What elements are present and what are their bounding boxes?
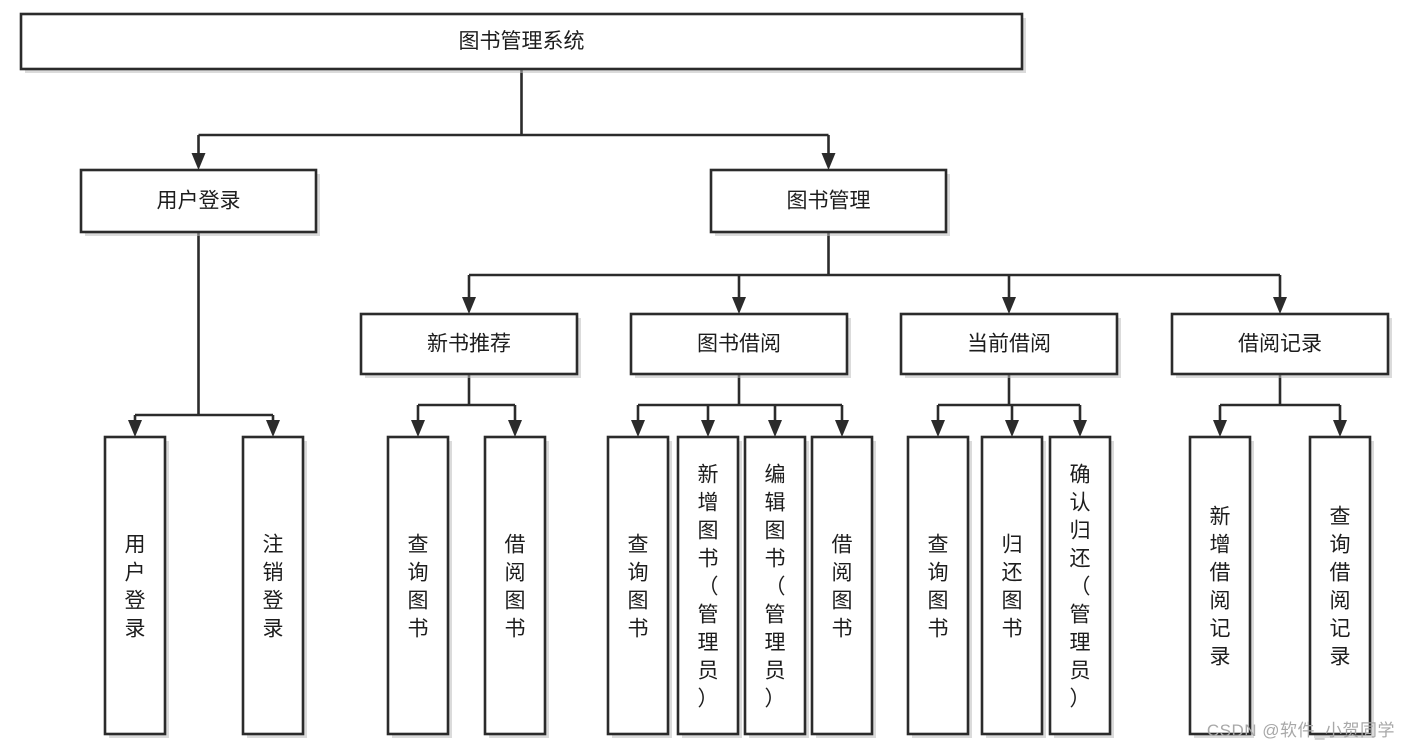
node-label: 用户登录 <box>125 533 146 640</box>
arrow-head-icon <box>411 420 425 437</box>
node-label: 当前借阅 <box>967 333 1051 356</box>
node-l3-图书借阅[interactable]: 图书借阅 <box>629 312 851 378</box>
node-rect[interactable] <box>906 435 970 736</box>
node-label: 用户登录 <box>157 190 241 213</box>
node-rect[interactable] <box>1048 435 1112 736</box>
arrow-head-icon <box>191 153 206 170</box>
arrow-head-icon <box>821 153 836 170</box>
nodes-layer: 图书管理系统用户登录图书管理新书推荐图书借阅当前借阅借阅记录用户登录注销登录查询… <box>19 12 1392 738</box>
node-leaf-新增图书管理员[interactable]: 新增图书（管理员） <box>676 435 742 738</box>
node-label: 图书借阅 <box>697 333 781 356</box>
node-rect[interactable] <box>359 312 579 376</box>
node-label: 编辑图书（管理员） <box>765 463 786 710</box>
node-leaf-新增借阅记录[interactable]: 新增借阅记录 <box>1188 435 1254 738</box>
node-rect[interactable] <box>1170 312 1390 376</box>
node-leaf-确认归还管理员[interactable]: 确认归还（管理员） <box>1048 435 1114 738</box>
node-rect[interactable] <box>79 168 318 234</box>
node-leaf-借阅图书[interactable]: 借阅图书 <box>483 435 549 738</box>
arrow-head-icon <box>1002 297 1016 314</box>
node-label: 注销登录 <box>263 533 284 640</box>
node-label: 新增借阅记录 <box>1210 505 1231 668</box>
arrow-head-icon <box>1213 420 1227 437</box>
node-l2-用户登录[interactable]: 用户登录 <box>79 168 320 236</box>
watermark-text: CSDN @软件_小贺同学 <box>1206 721 1395 740</box>
node-rect[interactable] <box>1188 435 1252 736</box>
node-label: 新书推荐 <box>427 333 511 356</box>
arrow-head-icon <box>701 420 715 437</box>
node-label: 借阅图书 <box>505 533 526 640</box>
arrow-head-icon <box>508 420 522 437</box>
node-leaf-编辑图书管理员[interactable]: 编辑图书（管理员） <box>743 435 809 738</box>
node-leaf-用户登录[interactable]: 用户登录 <box>103 435 169 738</box>
node-rect[interactable] <box>810 435 874 736</box>
node-rect[interactable] <box>606 435 670 736</box>
connectors-layer <box>128 69 1347 437</box>
arrow-head-icon <box>931 420 945 437</box>
node-rect[interactable] <box>743 435 807 736</box>
arrow-head-icon <box>462 297 476 314</box>
node-l3-新书推荐[interactable]: 新书推荐 <box>359 312 581 378</box>
arrow-head-icon <box>768 420 782 437</box>
arrow-head-icon <box>835 420 849 437</box>
node-l2-图书管理[interactable]: 图书管理 <box>709 168 950 236</box>
node-rect[interactable] <box>980 435 1044 736</box>
node-rect[interactable] <box>241 435 305 736</box>
node-label: 图书管理系统 <box>459 30 585 53</box>
arrow-head-icon <box>732 297 746 314</box>
arrow-head-icon <box>266 420 280 437</box>
node-rect[interactable] <box>709 168 948 234</box>
node-label: 新增图书（管理员） <box>698 463 719 710</box>
arrow-head-icon <box>128 420 142 437</box>
node-l3-借阅记录[interactable]: 借阅记录 <box>1170 312 1392 378</box>
node-leaf-查询图书[interactable]: 查询图书 <box>606 435 672 738</box>
node-rect[interactable] <box>483 435 547 736</box>
node-label: 查询图书 <box>408 533 429 640</box>
arrow-head-icon <box>1273 297 1287 314</box>
arrow-head-icon <box>1333 420 1347 437</box>
node-leaf-归还图书[interactable]: 归还图书 <box>980 435 1046 738</box>
arrow-head-icon <box>1073 420 1087 437</box>
arrow-head-icon <box>631 420 645 437</box>
node-label: 查询图书 <box>628 533 649 640</box>
node-label: 归还图书 <box>1002 533 1023 640</box>
node-rect[interactable] <box>103 435 167 736</box>
node-rect[interactable] <box>676 435 740 736</box>
node-leaf-查询图书[interactable]: 查询图书 <box>386 435 452 738</box>
node-rect[interactable] <box>1308 435 1372 736</box>
node-label: 查询借阅记录 <box>1330 505 1351 668</box>
node-leaf-查询借阅记录[interactable]: 查询借阅记录 <box>1308 435 1374 738</box>
node-leaf-注销登录[interactable]: 注销登录 <box>241 435 307 738</box>
node-rect[interactable] <box>629 312 849 376</box>
node-l3-当前借阅[interactable]: 当前借阅 <box>899 312 1121 378</box>
arrow-head-icon <box>1005 420 1019 437</box>
node-label: 查询图书 <box>928 533 949 640</box>
node-label: 借阅记录 <box>1238 333 1322 356</box>
node-leaf-查询图书[interactable]: 查询图书 <box>906 435 972 738</box>
node-rect[interactable] <box>899 312 1119 376</box>
node-label: 借阅图书 <box>832 533 853 640</box>
node-root-图书管理系统[interactable]: 图书管理系统 <box>19 12 1026 73</box>
node-rect[interactable] <box>386 435 450 736</box>
node-rect[interactable] <box>19 12 1024 71</box>
node-leaf-借阅图书[interactable]: 借阅图书 <box>810 435 876 738</box>
node-label: 图书管理 <box>787 190 871 213</box>
node-label: 确认归还（管理员） <box>1070 463 1091 710</box>
